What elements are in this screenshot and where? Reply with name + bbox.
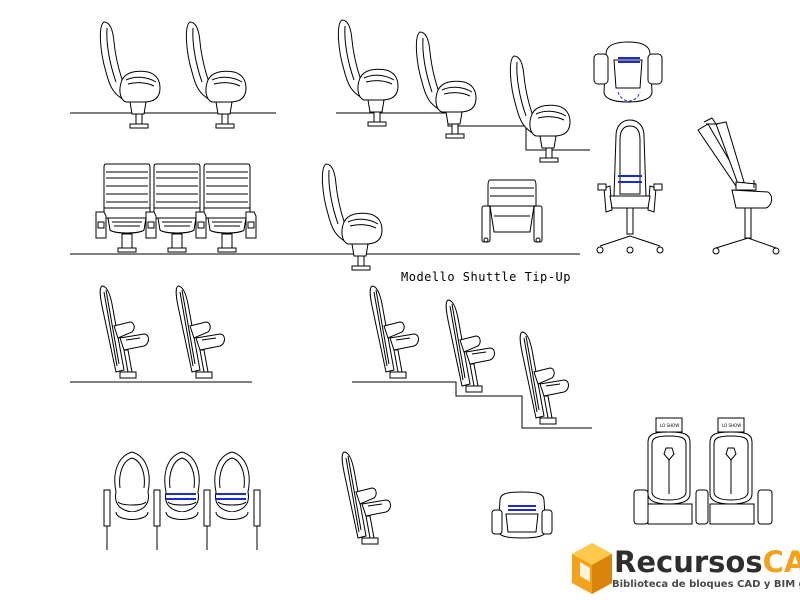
three-seat-front-row	[70, 163, 580, 255]
office-chair-front-view	[596, 119, 664, 254]
tip-up-pair-floor	[70, 285, 252, 383]
cube-logo-icon	[572, 543, 612, 594]
lounge-seat-pair-front	[633, 417, 773, 525]
caption-modello-shuttle: Modello Shuttle Tip-Up	[401, 270, 571, 284]
bucket-seat-row-front	[103, 451, 261, 550]
recursoscad-logo: RecursosCAD Biblioteca de bloques CAD y …	[572, 543, 800, 594]
logo-tagline: Biblioteca de bloques CAD y BIM gratuita	[612, 579, 800, 590]
side-seat-pair-floor	[70, 21, 276, 129]
office-chair-side-view	[697, 117, 780, 255]
side-seat-stepped-risers	[336, 19, 590, 163]
brand-cad: CAD	[763, 545, 800, 579]
svg-text:RecursosCAD: RecursosCAD	[614, 545, 800, 579]
compact-seat-front	[481, 179, 543, 243]
tip-up-stepped-risers	[352, 285, 592, 429]
brand-recursos: Recursos	[614, 545, 763, 579]
office-chair-top-view	[593, 41, 663, 103]
compact-seat-top-view	[491, 491, 553, 539]
single-tip-up	[341, 451, 391, 545]
